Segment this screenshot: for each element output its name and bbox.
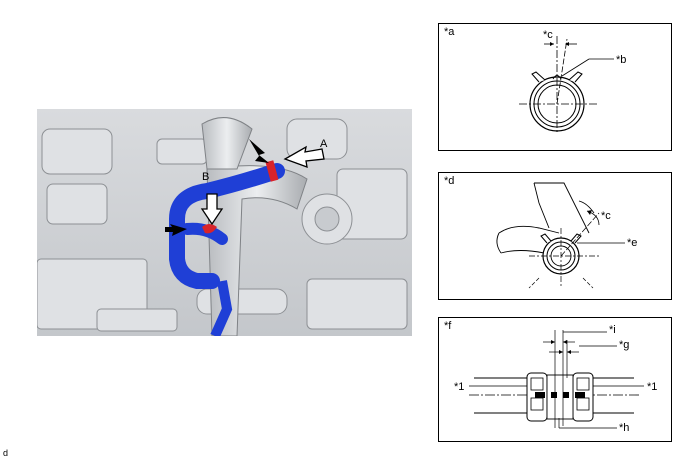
callout-d-e: *e [627, 237, 637, 249]
callout-f-g: *g [619, 339, 629, 351]
callout-a-c: *c [543, 29, 553, 41]
panel-f-drawing: *i *g *h *1 *1 [454, 324, 657, 434]
clamp-b [202, 224, 217, 234]
upper-pipe [201, 117, 253, 170]
label-b: B [202, 171, 209, 183]
callout-a-b: *b [616, 54, 626, 66]
black-arrow-a [249, 139, 269, 163]
intake-pipe [206, 165, 308, 336]
engine-photo: A B [37, 109, 412, 336]
panel-a-drawing: *c *b [519, 29, 626, 134]
clamp-a [265, 160, 279, 182]
callout-f-h: *h [619, 422, 629, 434]
panel-f: *f [438, 317, 672, 442]
panel-a-label: *a [444, 26, 455, 38]
blue-hose-lower [210, 280, 233, 336]
black-arrow-b [165, 224, 187, 236]
callout-f-i: *i [609, 324, 616, 336]
label-a: A [320, 138, 328, 150]
panel-d-label: *d [444, 175, 455, 187]
panel-d: *d *c *e [438, 172, 672, 300]
panel-a: *a *c *b [438, 23, 672, 151]
panel-f-label: *f [444, 320, 452, 332]
callout-d-c: *c [601, 210, 611, 222]
panel-d-drawing: *c *e [496, 182, 637, 289]
callout-f-1-left: *1 [454, 381, 464, 393]
white-arrow-a [283, 145, 325, 168]
blue-hose [169, 163, 285, 289]
callout-f-1-right: *1 [647, 381, 657, 393]
figure-code: d [3, 448, 9, 458]
white-arrow-b [200, 193, 224, 226]
